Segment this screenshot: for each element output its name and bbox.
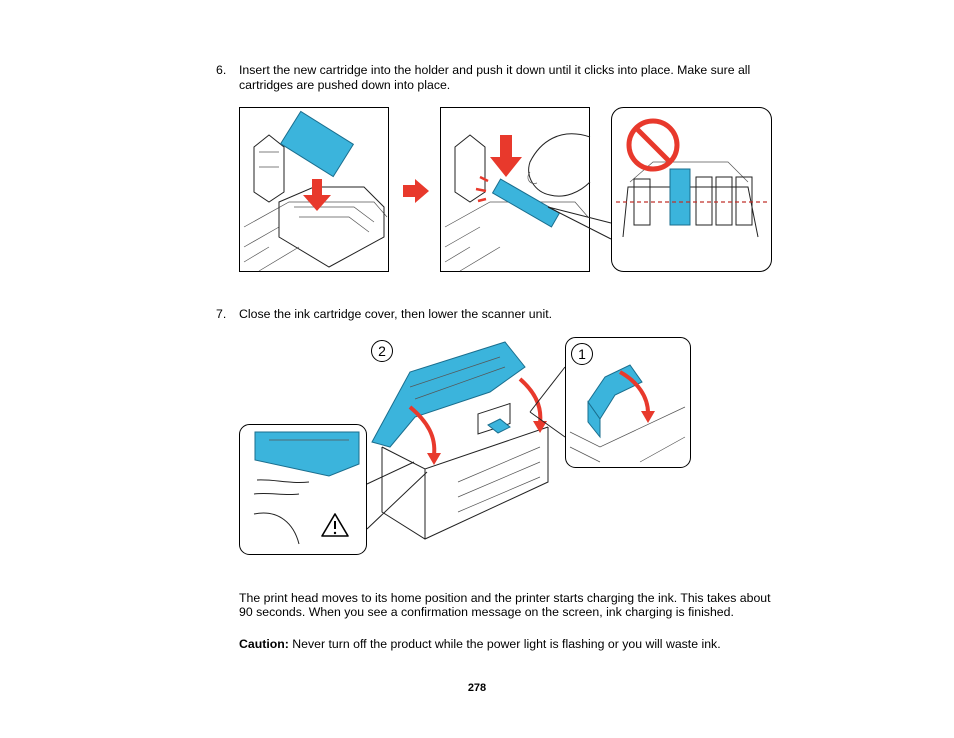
arrow-right-icon — [403, 179, 429, 203]
figure-incorrect-position-callout — [548, 107, 773, 273]
step-6-text-line1: Insert the new cartridge into the holder… — [239, 63, 750, 78]
step-marker-1: 1 — [571, 343, 593, 365]
caution-label: Caution: — [239, 637, 289, 651]
figure-close-cartridge-cover-callout — [520, 337, 692, 469]
figure-insert-cartridge-panel — [239, 107, 390, 273]
step-6-number: 6. — [216, 63, 226, 78]
body-text-line1: The print head moves to its home positio… — [239, 591, 771, 606]
body-text-line2: 90 seconds. When you see a confirmation … — [239, 605, 734, 620]
caution-note: Caution: Never turn off the product whil… — [239, 637, 721, 652]
step-marker-2: 2 — [371, 340, 393, 362]
step-7-number: 7. — [216, 307, 226, 322]
caution-text: Never turn off the product while the pow… — [289, 637, 721, 651]
step-6-text-line2: cartridges are pushed down into place. — [239, 78, 450, 93]
figure-lower-scanner-callout — [239, 424, 429, 556]
step-7-text: Close the ink cartridge cover, then lowe… — [239, 307, 552, 322]
page-number: 278 — [0, 682, 954, 694]
